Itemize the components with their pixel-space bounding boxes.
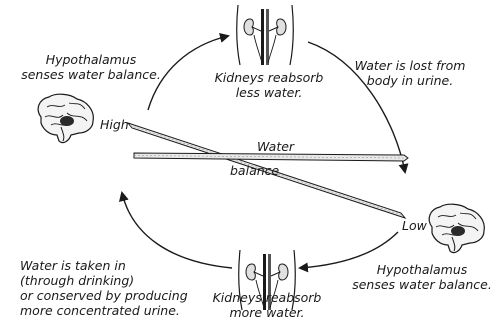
low-label: Low (402, 218, 427, 233)
water-taken-label: Water is taken in(through drinking)or co… (20, 258, 192, 318)
water-label: Water (257, 139, 294, 154)
kidneys-icon (237, 5, 294, 65)
brain-icon (38, 94, 93, 142)
beam-horizontal (134, 153, 408, 161)
balance-label: balance (230, 163, 279, 178)
high-label: High (100, 117, 129, 132)
arrow-kidneys-bottom-to-high (122, 193, 232, 268)
brain-icon (429, 204, 484, 252)
